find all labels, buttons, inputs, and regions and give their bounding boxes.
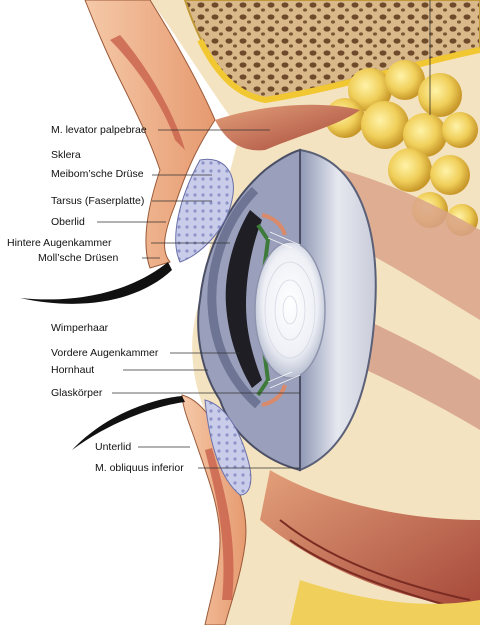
levator-muscle bbox=[215, 104, 360, 151]
leader-lines bbox=[97, 0, 431, 469]
orbicularis-upper bbox=[110, 35, 185, 150]
sclera bbox=[299, 148, 377, 472]
anterior-chamber bbox=[225, 210, 262, 388]
orbicularis-lower bbox=[205, 448, 234, 600]
label-oberlid: Oberlid bbox=[51, 216, 85, 228]
label-wimper: Wimperhaar bbox=[51, 322, 109, 334]
upper-lid-skin bbox=[84, 0, 216, 269]
lower-eyelash bbox=[72, 396, 185, 450]
label-glas: Glaskörper bbox=[51, 387, 103, 399]
orbital-floor bbox=[290, 580, 480, 625]
tarsus-upper bbox=[175, 158, 234, 263]
periosteum bbox=[197, 38, 480, 104]
label-levator: M. levator palpebrae bbox=[51, 124, 147, 136]
label-hornhaut: Hornhaut bbox=[51, 364, 95, 376]
label-tarsus: Tarsus (Faserplatte) bbox=[51, 195, 145, 207]
label-meibom: Meibom’sche Drüse bbox=[51, 168, 144, 180]
tarsus-lower bbox=[204, 399, 252, 496]
label-unterlid: Unterlid bbox=[95, 441, 132, 453]
label-moll: Moll’sche Drüsen bbox=[38, 252, 119, 264]
zonule-fibers bbox=[267, 231, 301, 389]
label-hintere: Hintere Augenkammer bbox=[7, 237, 112, 249]
label-vordere: Vordere Augenkammer bbox=[51, 347, 159, 359]
label-sklera: Sklera bbox=[51, 149, 81, 161]
obliquus-inferior-muscle bbox=[260, 470, 480, 610]
cornea bbox=[207, 186, 262, 409]
upper-eyelash bbox=[20, 262, 172, 304]
label-obliquus: M. obliquus inferior bbox=[95, 462, 184, 474]
